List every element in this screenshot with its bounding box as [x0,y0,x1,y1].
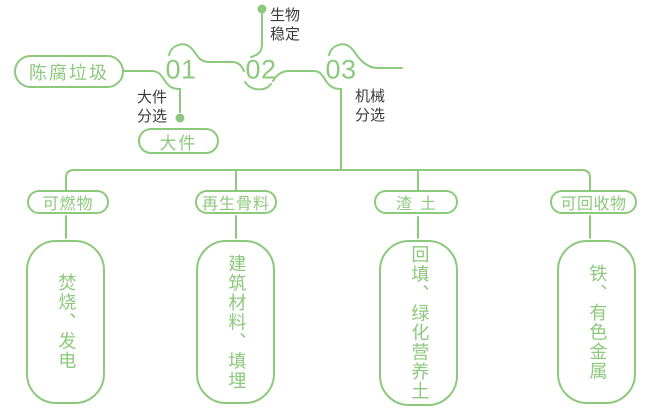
step-number-03: 03 [325,54,357,85]
source-pill: 陈腐垃圾 [14,55,124,88]
category-pill-recyclables: 可回收物 [550,190,637,214]
biological-stabilization-label-line1: 生物 [270,7,301,24]
category-pill-slag-soil: 渣土 [374,190,458,214]
bulky-branch-dot [175,113,185,123]
flow-arc-step01-to-step02 [168,43,245,72]
flow-line-bio-to-step02 [250,12,263,58]
output-box-recycled-aggregate-text: 建筑材料、填埋 [226,253,247,391]
biological-stabilization-label: 生物 稳定 [270,6,300,44]
mechanical-sorting-label: 机械 分选 [355,87,385,125]
output-box-recycled-aggregate: 建筑材料、填埋 [196,240,275,404]
output-box-recyclables-text: 铁、有色金属 [587,263,608,381]
mechanical-sorting-label-line1: 机械 [355,88,386,105]
bulky-sorting-label-line2: 分选 [137,108,168,126]
biological-stabilization-label-line2: 稳定 [270,26,301,44]
category-pill-combustibles: 可燃物 [27,190,109,214]
flow-arc-step03-exit [328,43,403,69]
bulky-sorting-label-line1: 大件 [137,89,168,106]
bulky-sorting-label: 大件 分选 [137,88,167,126]
step-number-01: 01 [165,54,197,85]
flow-line-source-to-bulky-branch [123,70,181,113]
bulky-items-pill: 大件 [138,128,219,154]
step-number-02: 02 [245,54,277,85]
output-box-slag-soil-text: 回填、绿化营养土 [409,245,430,401]
flow-arc-under-step02 [244,81,272,91]
mechanical-sorting-label-line2: 分选 [355,107,386,125]
category-pill-recycled-aggregate: 再生骨料 [195,190,277,214]
flow-line-step02-to-bar [272,70,342,171]
output-box-combustibles: 焚烧、发电 [26,240,105,404]
bio-stabilization-dot [257,4,267,14]
output-box-recyclables: 铁、有色金属 [557,240,636,404]
distribution-bar [65,169,591,191]
output-box-combustibles-text: 焚烧、发电 [56,273,77,371]
output-box-slag-soil: 回填、绿化营养土 [379,240,458,406]
